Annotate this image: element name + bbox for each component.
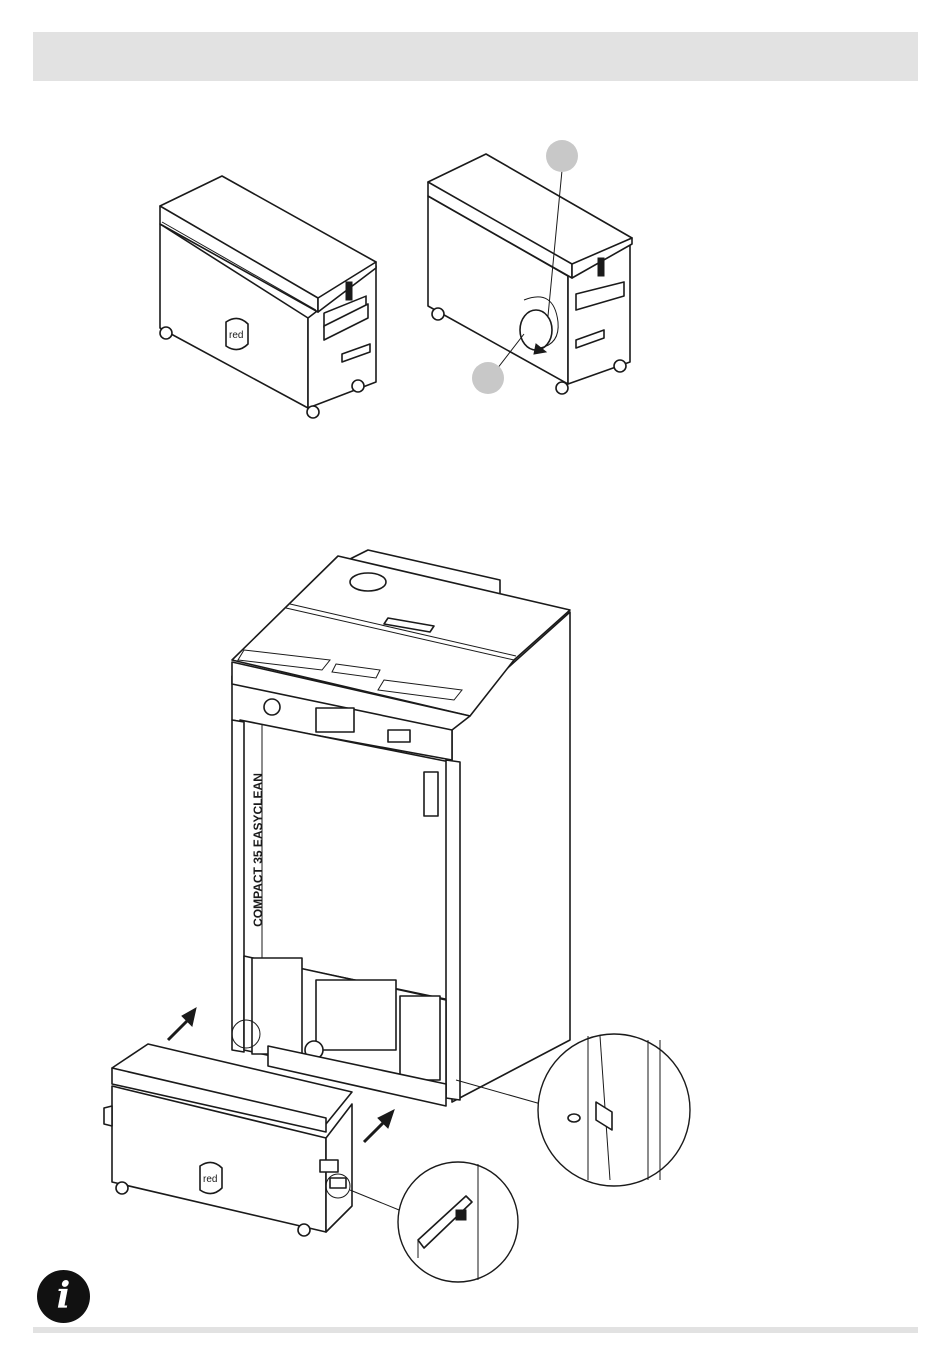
insert-arrow-lower — [364, 1110, 394, 1142]
detail-view-latch — [538, 1034, 690, 1186]
pellet-hopper-closed: red — [160, 176, 376, 418]
callout-marker-top — [546, 140, 578, 172]
svg-text:red: red — [229, 330, 243, 341]
svg-text:red: red — [203, 1174, 217, 1185]
brand-logo-lower: red — [200, 1162, 222, 1193]
callout-marker-bottom — [472, 362, 504, 394]
pellet-hopper-rotated — [428, 140, 632, 394]
brand-logo: red — [226, 318, 248, 349]
footer-bar — [33, 1327, 918, 1333]
model-label: COMPACT 35 EASYCLEAN — [251, 773, 265, 927]
info-glyph: i — [57, 1275, 71, 1317]
info-icon: i — [37, 1270, 90, 1323]
insert-arrow-upper — [168, 1008, 196, 1040]
boiler-unit: COMPACT 35 EASYCLEAN — [232, 550, 570, 1106]
detail-view-hook — [398, 1162, 518, 1282]
